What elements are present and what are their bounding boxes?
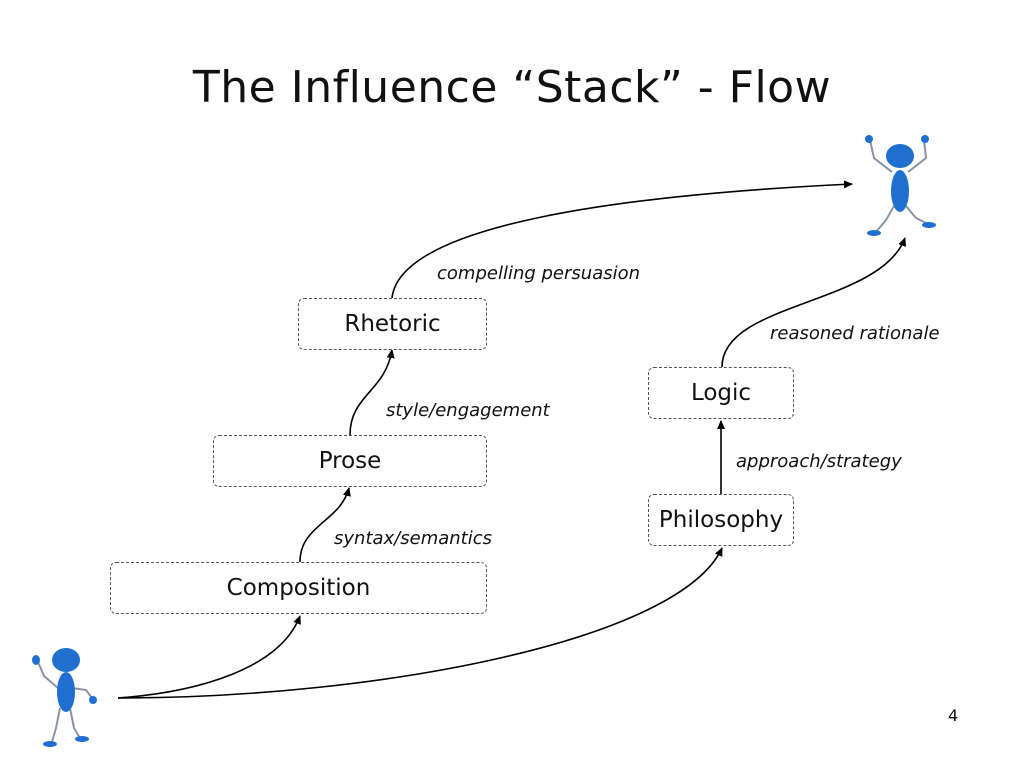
arrow-composition-to-prose — [299, 487, 351, 563]
rhetoric-box: Rhetoric — [298, 298, 487, 350]
edge-label-approach-strategy: approach/strategy — [736, 451, 902, 472]
edge-label-compelling-persuasion: compelling persuasion — [437, 263, 641, 284]
composition-label: Composition — [226, 575, 371, 601]
page-number: 4 — [948, 706, 959, 725]
edge-label-style-engagement: style/engagement — [386, 400, 550, 421]
arrow-prose-to-rhetoric — [349, 349, 395, 436]
arrow-logic-to-end — [721, 237, 906, 368]
arrow-start-to-composition — [117, 615, 301, 699]
composition-box: Composition — [110, 562, 487, 614]
prose-label: Prose — [318, 448, 382, 474]
philosophy-label: Philosophy — [658, 507, 784, 533]
prose-box: Prose — [213, 435, 487, 487]
edge-label-reasoned-rationale: reasoned rationale — [770, 323, 940, 344]
slide-title: The Influence “Stack” - Flow — [192, 62, 832, 113]
philosophy-box: Philosophy — [648, 494, 794, 546]
arrow-rhetoric-to-end — [391, 180, 853, 299]
logic-box: Logic — [648, 367, 794, 419]
edge-label-syntax-semantics: syntax/semantics — [334, 528, 493, 549]
arrow-start-to-philosophy — [117, 547, 723, 699]
logic-label: Logic — [690, 380, 752, 406]
rhetoric-label: Rhetoric — [344, 311, 441, 337]
